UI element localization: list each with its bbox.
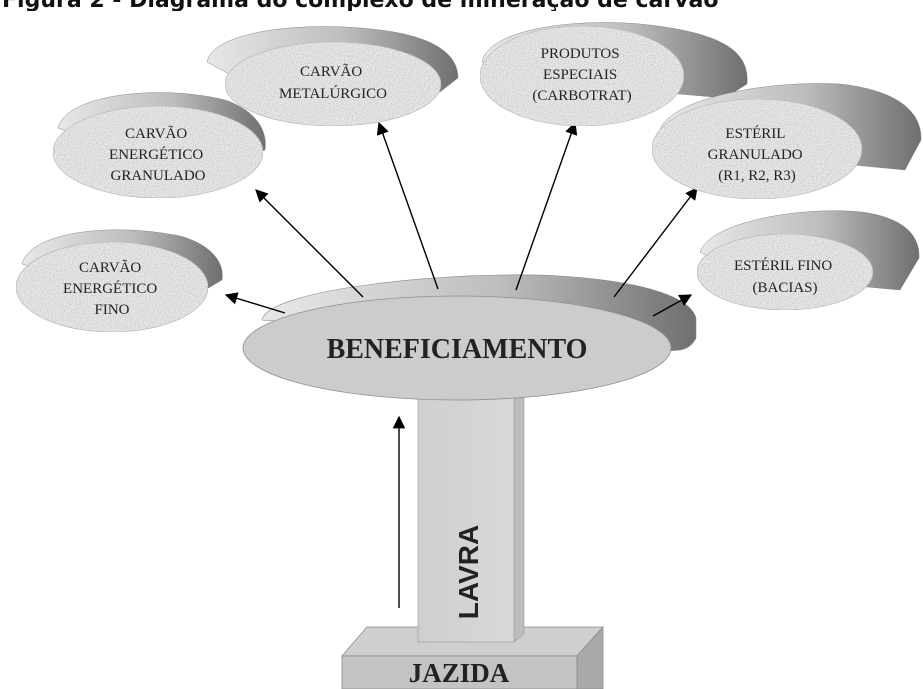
lavra-pillar: LAVRA	[417, 381, 525, 643]
node-face	[15, 241, 209, 333]
node-label-line: GRANULADO	[111, 168, 206, 184]
node-label-line: ENERGÉTICO	[63, 280, 157, 297]
node-label-line: (R1, R2, R3)	[718, 168, 796, 184]
page-caption-fragment: Figura 2 - Diagrama do complexo de miner…	[2, 0, 921, 11]
node-label: CARVÃO METALÚRGICO	[279, 64, 387, 102]
node-label-line: ENERGÉTICO	[109, 146, 203, 163]
node-label: CARVÃO ENERGÉTICO FINO	[63, 260, 161, 318]
output-arrows	[224, 121, 698, 317]
node-label-line: ESTÉRIL FINO	[734, 257, 832, 274]
arrow-to-carvao-energetico-granulado	[255, 189, 364, 298]
node-label-line: ESTÉRIL	[725, 125, 785, 142]
node-label-line: FINO	[94, 302, 129, 318]
node-label: ESTÉRIL GRANULADO (R1, R2, R3)	[708, 125, 807, 184]
jazida-front-face	[341, 655, 578, 689]
arrow-to-carvao-energetico-fino	[224, 292, 286, 314]
node-face	[651, 98, 863, 200]
node-face	[224, 41, 442, 127]
beneficiamento-label: BENEFICIAMENTO	[327, 334, 588, 365]
beneficiamento-disc: BENEFICIAMENTO	[242, 274, 697, 401]
node-label-line: CARVÃO	[79, 260, 141, 276]
jazida-label: JAZIDA	[409, 658, 510, 688]
node-label-line: ESPECIAIS	[543, 67, 617, 83]
node-face	[479, 25, 685, 127]
node-label-line: METALÚRGICO	[279, 85, 387, 102]
node-face	[52, 105, 264, 199]
node-face	[696, 233, 874, 311]
node-label-line: (BACIAS)	[752, 280, 817, 296]
output-node-carvao-energetico-fino: CARVÃO ENERGÉTICO FINO	[15, 229, 223, 333]
arrow-to-esteril-granulado	[613, 186, 698, 298]
node-label-line: PRODUTOS	[541, 46, 620, 62]
lavra-side-face	[513, 381, 525, 643]
arrow-to-produtos-especiais	[515, 121, 578, 291]
output-node-esteril-fino: ESTÉRIL FINO (BACIAS)	[696, 210, 920, 311]
output-node-carvao-energetico-granulado: CARVÃO ENERGÉTICO GRANULADO	[52, 92, 266, 199]
arrow-to-carvao-metalurgico	[376, 121, 439, 290]
node-label: ESTÉRIL FINO (BACIAS)	[734, 257, 836, 296]
node-label-line: CARVÃO	[300, 64, 362, 80]
node-label: PRODUTOS ESPECIAIS (CARBOTRAT)	[532, 46, 631, 104]
node-label-line: GRANULADO	[708, 147, 803, 163]
node-label-line: (CARBOTRAT)	[532, 88, 631, 104]
output-node-carvao-metalurgico: CARVÃO METALÚRGICO	[206, 26, 459, 127]
node-label-line: CARVÃO	[125, 126, 187, 142]
output-node-produtos-especiais: PRODUTOS ESPECIAIS (CARBOTRAT)	[479, 22, 748, 127]
output-node-esteril-granulado: ESTÉRIL GRANULADO (R1, R2, R3)	[651, 83, 922, 200]
beneficiamento-face	[242, 295, 672, 401]
lavra-label: LAVRA	[453, 525, 484, 619]
arrow-to-esteril-fino	[652, 294, 693, 317]
node-label: CARVÃO ENERGÉTICO GRANULADO	[109, 126, 207, 184]
lavra-front-face	[417, 389, 515, 643]
